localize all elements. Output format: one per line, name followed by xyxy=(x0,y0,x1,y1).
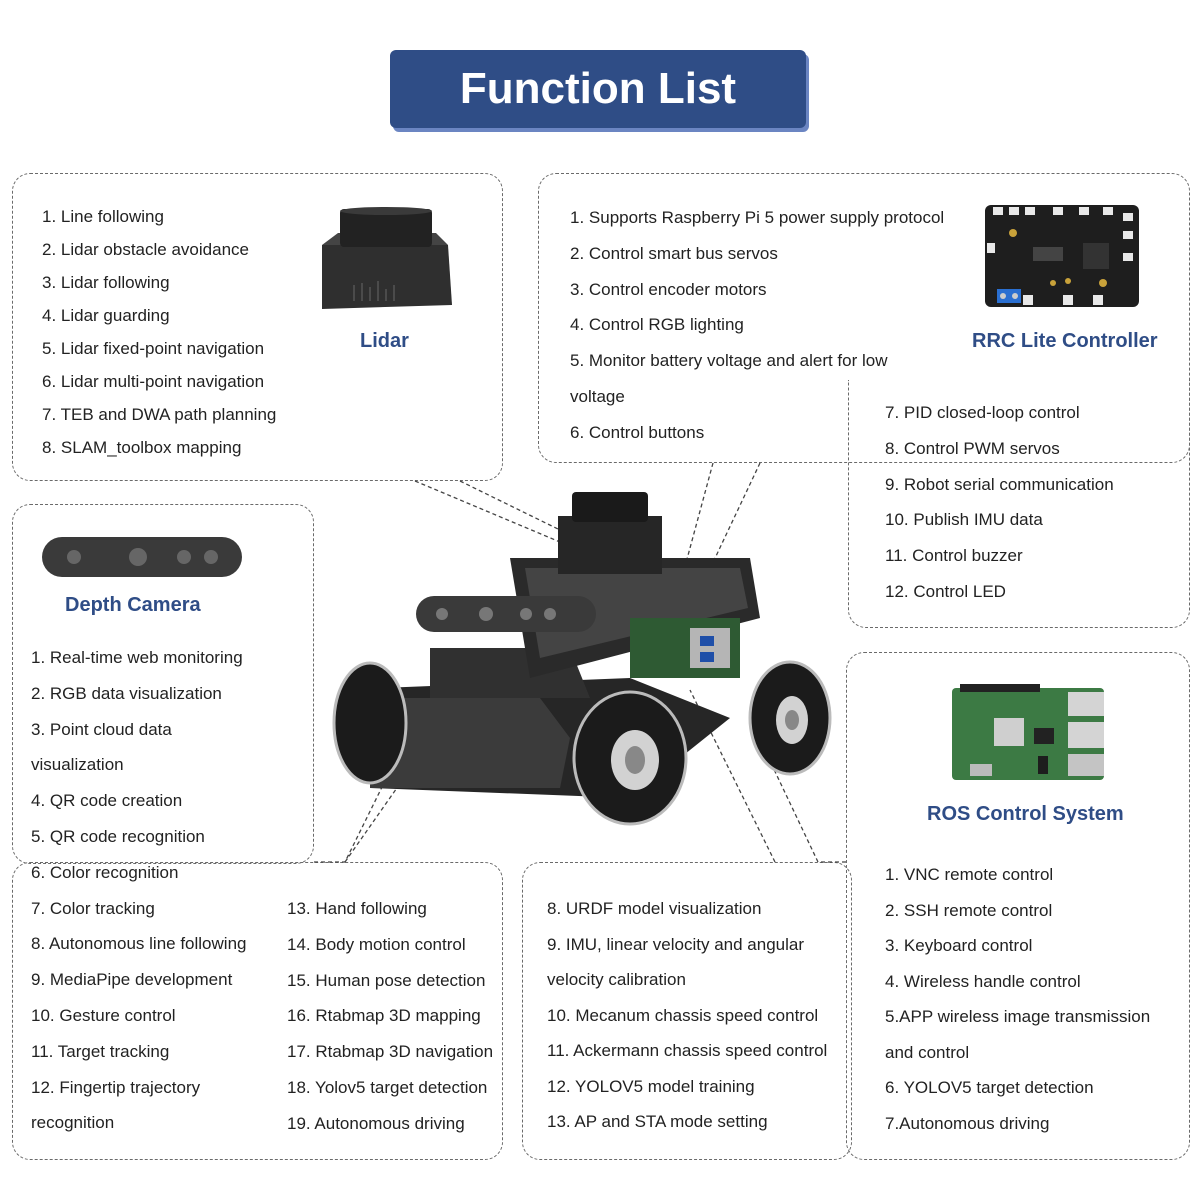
list-item: 12. YOLOV5 model training xyxy=(547,1076,755,1096)
lidar-caption: Lidar xyxy=(360,330,409,352)
ros-panel xyxy=(846,652,1190,1160)
list-item: 8. URDF model visualization xyxy=(547,899,762,918)
list-item: 5. Lidar fixed-point navigation xyxy=(42,339,265,358)
list-item: 3. Lidar following xyxy=(42,273,170,292)
list-item: 10. Publish IMU data xyxy=(885,510,1043,530)
lidar-leader-2 xyxy=(459,480,561,531)
list-item: 1. Real-time web monitoring xyxy=(31,648,243,667)
list-item: and control xyxy=(885,1042,970,1062)
list-item: 9. IMU, linear velocity and angular xyxy=(547,934,805,954)
list-item: 3. Keyboard control xyxy=(885,936,1033,955)
list-item: 7. PID closed-loop control xyxy=(885,403,1080,422)
camera-caption: Depth Camera xyxy=(65,594,201,616)
lidar-list: 1. Line following 2. Lidar obstacle avoi… xyxy=(42,200,276,464)
list-item: 5. Monitor battery voltage and alert for… xyxy=(570,351,888,371)
list-item: 3. Point cloud data xyxy=(31,719,172,739)
list-item: 6. Lidar multi-point navigation xyxy=(42,372,265,391)
list-item: 1. VNC remote control xyxy=(885,865,1054,884)
raspberry-pi-board-image xyxy=(952,684,1104,780)
list-item: 10. Mecanum chassis speed control xyxy=(547,1005,819,1025)
list-item: 7. TEB and DWA path planning xyxy=(42,405,277,424)
list-item: 9. MediaPipe development xyxy=(31,970,233,990)
list-item: 15. Human pose detection xyxy=(287,970,486,990)
camera-list-a: 1. Real-time web monitoring 2. RGB data … xyxy=(31,640,246,1141)
lidar-panel xyxy=(12,173,503,481)
list-item: velocity calibration xyxy=(547,970,686,989)
ros-leader xyxy=(759,739,846,863)
list-item: 18. Yolov5 target detection xyxy=(287,1077,488,1097)
list-item: 13. AP and STA mode setting xyxy=(547,1112,768,1131)
list-item: 4. Control RGB lighting xyxy=(570,315,744,335)
list-item: 8. SLAM_toolbox mapping xyxy=(42,438,242,457)
controller-board-image xyxy=(985,205,1139,307)
list-item: 6. Color recognition xyxy=(31,862,179,882)
camera-panel-bottom xyxy=(12,862,503,1160)
list-item: 17. Rtabmap 3D navigation xyxy=(287,1042,494,1062)
middle-leader xyxy=(689,689,776,863)
list-item: 19. Autonomous driving xyxy=(287,1113,465,1133)
list-item: 12. Fingertip trajectory xyxy=(31,1077,201,1097)
list-item: 4. QR code creation xyxy=(31,791,183,811)
list-item: 1. Supports Raspberry Pi 5 power supply … xyxy=(570,208,945,227)
list-item: 1. Line following xyxy=(42,207,164,226)
list-item: 10. Gesture control xyxy=(31,1005,176,1025)
title-banner: Function List xyxy=(390,50,806,128)
list-item: 2. SSH remote control xyxy=(885,900,1053,920)
ros-caption: ROS Control System xyxy=(927,803,1124,825)
list-item: voltage xyxy=(570,386,625,406)
list-item: 3. Control encoder motors xyxy=(570,279,767,299)
list-item: 5. QR code recognition xyxy=(31,826,205,846)
list-item: 6. YOLOV5 target detection xyxy=(885,1078,1094,1097)
rrc-leader-2 xyxy=(699,462,761,591)
list-item: 4. Lidar guarding xyxy=(42,306,170,325)
lidar-leader-1 xyxy=(414,480,561,543)
list-item: 11. Control buzzer xyxy=(885,546,1023,566)
depth-camera-image xyxy=(42,537,242,577)
list-item: 5.APP wireless image transmission xyxy=(885,1007,1151,1026)
rrc-panel-top xyxy=(538,173,1190,463)
list-item: 7. Color tracking xyxy=(31,898,155,918)
list-item: visualization xyxy=(31,755,124,775)
list-item: 13. Hand following xyxy=(287,899,427,918)
list-item: 12. Control LED xyxy=(885,581,1006,601)
list-item: 8. Control PWM servos xyxy=(885,438,1060,458)
list-item: 2. Lidar obstacle avoidance xyxy=(42,240,249,259)
rrc-list-a: 1. Supports Raspberry Pi 5 power supply … xyxy=(570,200,944,451)
robot-car-image xyxy=(332,492,832,826)
camera-panel-top xyxy=(12,504,314,864)
list-item: 6. Control buttons xyxy=(570,422,705,442)
lidar-image xyxy=(322,207,452,309)
rrc-caption: RRC Lite Controller xyxy=(972,330,1158,352)
list-item: 11. Ackermann chassis speed control xyxy=(547,1041,828,1060)
list-item: 4. Wireless handle control xyxy=(885,971,1081,991)
list-item: 7.Autonomous driving xyxy=(885,1113,1050,1133)
camera-list-b: 13. Hand following 14. Body motion contr… xyxy=(287,891,493,1142)
list-item: recognition xyxy=(31,1113,115,1133)
list-item: 9. Robot serial communication xyxy=(885,474,1114,494)
list-item: 11. Target tracking xyxy=(31,1041,170,1061)
list-item: 2. Control smart bus servos xyxy=(570,243,778,263)
list-item: 16. Rtabmap 3D mapping xyxy=(287,1006,481,1026)
list-item: 14. Body motion control xyxy=(287,934,466,954)
list-item: 8. Autonomous line following xyxy=(31,934,247,954)
rrc-list-b: 7. PID closed-loop control 8. Control PW… xyxy=(885,395,1114,610)
list-item: 2. RGB data visualization xyxy=(31,683,222,703)
middle-list: 8. URDF model visualization 9. IMU, line… xyxy=(547,891,827,1140)
rrc-panel-bottom xyxy=(848,380,1190,628)
middle-panel xyxy=(522,862,852,1160)
ros-list: 1. VNC remote control 2. SSH remote cont… xyxy=(885,857,1150,1141)
page-title: Function List xyxy=(459,64,737,113)
